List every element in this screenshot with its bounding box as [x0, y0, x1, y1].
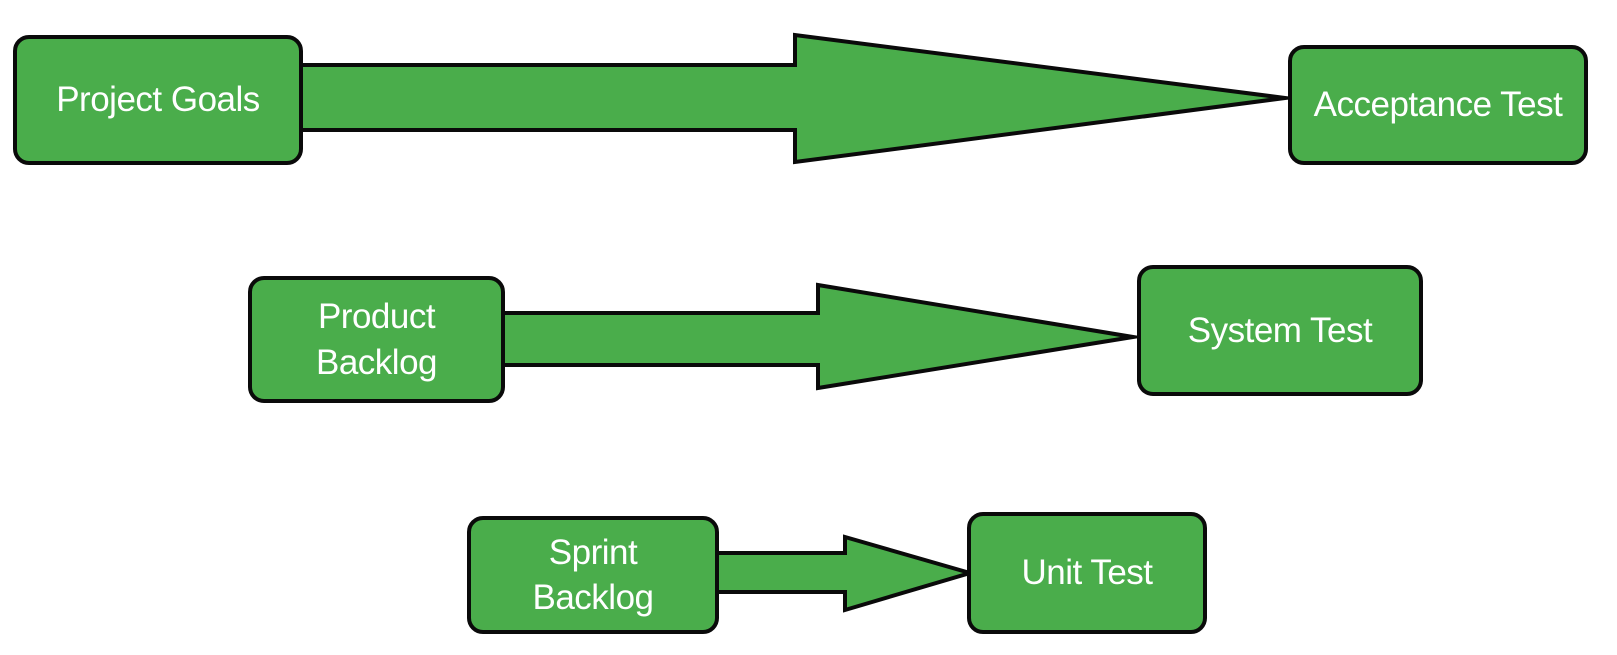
node-sprint-backlog-label: Sprint Backlog: [532, 532, 654, 618]
node-product-backlog: Product Backlog: [248, 276, 505, 403]
node-unit-test-label: Unit Test: [1021, 553, 1153, 593]
node-product-backlog-label: Product Backlog: [315, 297, 438, 382]
node-unit-test: Unit Test: [967, 512, 1207, 634]
node-project-goals-label: Project Goals: [56, 80, 260, 120]
node-acceptance-test: Acceptance Test: [1288, 45, 1588, 165]
node-sprint-backlog: Sprint Backlog: [467, 516, 719, 634]
node-project-goals: Project Goals: [13, 35, 303, 165]
node-system-test: System Test: [1137, 265, 1423, 396]
arrow-product-backlog-to-system-test: [498, 282, 1146, 391]
node-system-test-label: System Test: [1187, 310, 1373, 350]
arrow-project-goals-to-acceptance-test: [298, 32, 1301, 165]
arrow-sprint-backlog-to-unit-test: [713, 534, 978, 613]
node-acceptance-test-label: Acceptance Test: [1313, 85, 1563, 125]
